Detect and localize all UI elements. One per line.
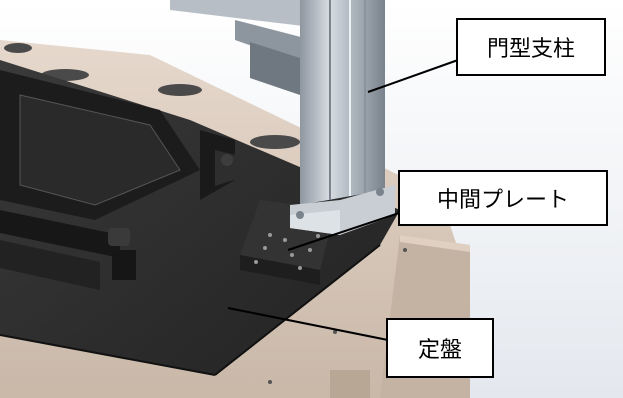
gantry-column-shape — [290, 0, 395, 235]
table-leg — [330, 370, 370, 398]
frame-slot — [158, 84, 202, 96]
callout-gantry-column-text: 門型支柱 — [486, 37, 575, 62]
callout-intermediate-plate: 中間プレート — [398, 170, 608, 226]
leader-line-gantry — [367, 59, 459, 93]
leader-line-surface — [227, 307, 389, 341]
frame-slot — [4, 43, 32, 53]
callout-surface-plate: 定盤 — [386, 318, 494, 378]
callout-gantry-column: 門型支柱 — [456, 18, 606, 76]
upper-frame — [170, 0, 320, 95]
leader-line-plate — [287, 211, 403, 251]
callout-intermediate-plate-text: 中間プレート — [436, 188, 569, 213]
xy-stage — [0, 70, 240, 290]
callout-surface-plate-text: 定盤 — [417, 338, 462, 363]
frame-slot — [250, 135, 300, 149]
